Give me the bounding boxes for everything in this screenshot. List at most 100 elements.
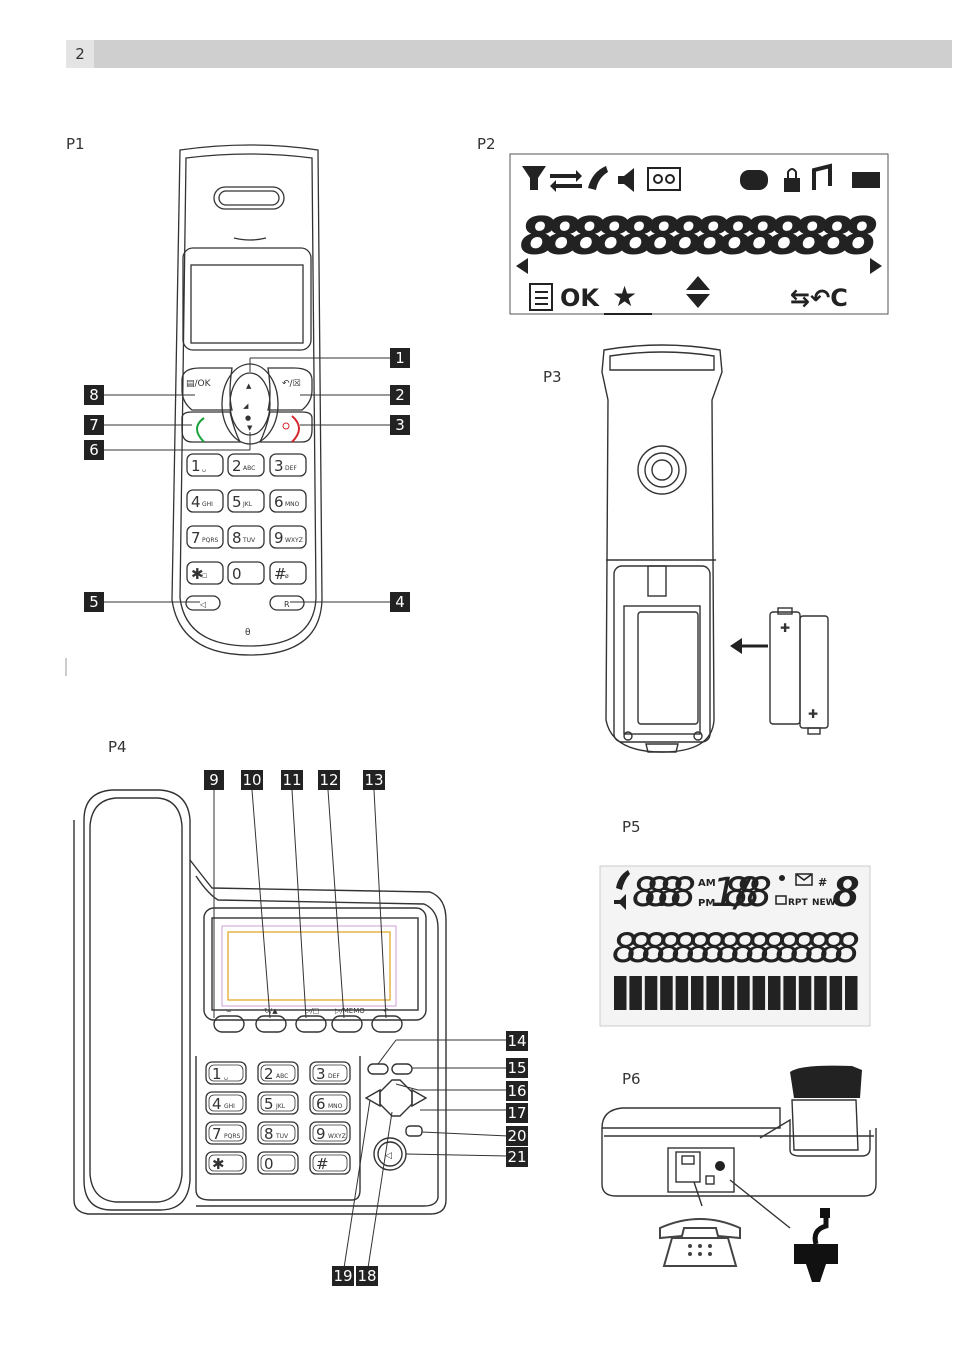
alarm-icon xyxy=(740,170,768,190)
contact-icon xyxy=(779,875,785,881)
base-key-1[interactable]: 1␣ xyxy=(205,1061,247,1085)
handset-key-1[interactable]: 1␣ xyxy=(186,453,224,477)
key-digit: 2 xyxy=(264,1065,274,1083)
callout-9: 9 xyxy=(204,770,224,790)
keylock-icon xyxy=(784,178,800,192)
svg-text:▼: ▼ xyxy=(247,424,253,432)
mail-icon xyxy=(795,873,813,886)
svg-text:✚: ✚ xyxy=(808,707,818,721)
date-display: 18/88 xyxy=(712,870,772,916)
dot-matrix-row xyxy=(614,976,858,1010)
callout-4: 4 xyxy=(390,592,410,612)
figure-label-p2: P2 xyxy=(477,135,496,153)
matrix-cell xyxy=(660,976,673,1010)
matrix-cell xyxy=(783,976,796,1010)
key-letters: ABC xyxy=(243,465,255,472)
handset-key-12[interactable]: #ø xyxy=(269,561,307,585)
key-digit: 4 xyxy=(212,1095,222,1113)
base-soft-key-label-3: ▷/□ xyxy=(305,1007,319,1015)
key-digit: 7 xyxy=(212,1125,222,1143)
left-arrow-icon xyxy=(516,258,528,274)
key-letters: WXYZ xyxy=(328,1133,346,1140)
callout-12: 12 xyxy=(318,770,340,790)
handset-key-11[interactable]: 0 xyxy=(227,561,265,585)
ringer-icon xyxy=(812,163,832,190)
menu-list-icon xyxy=(529,283,553,311)
callout-19: 19 xyxy=(332,1266,354,1286)
phonebook-icon xyxy=(775,895,787,905)
speakerphone-icon: ◁ xyxy=(385,1151,392,1161)
base-key-10[interactable]: ✱ xyxy=(205,1151,247,1175)
handset-icon xyxy=(588,166,608,190)
key-letters: TUV xyxy=(242,537,256,544)
pm-indicator: PM xyxy=(698,898,715,909)
handset-key-10[interactable]: ✱☐ xyxy=(186,561,224,585)
matrix-cell xyxy=(845,976,858,1010)
svg-text:▲: ▲ xyxy=(246,382,252,390)
speaker-icon xyxy=(618,168,634,192)
insert-arrow-icon xyxy=(730,638,742,654)
key-letters: WXYZ xyxy=(285,537,303,544)
right-arrow-icon xyxy=(870,258,882,274)
svg-text:◢: ◢ xyxy=(243,402,249,410)
callout-21: 21 xyxy=(506,1147,528,1167)
key-digit: 5 xyxy=(232,493,242,511)
key-digit: 6 xyxy=(316,1095,326,1113)
key-digit: ✱ xyxy=(191,565,204,583)
callout-1: 1 xyxy=(390,348,410,368)
hash-indicator: # xyxy=(818,876,827,889)
menu-ok-key-label: ▤/OK xyxy=(186,379,212,389)
dc-jack-icon xyxy=(715,1161,725,1171)
callout-16: 16 xyxy=(506,1081,528,1101)
telephone-line-icon xyxy=(659,1218,741,1240)
key-letters: PQRS xyxy=(202,537,219,544)
matrix-cell xyxy=(629,976,642,1010)
star-icon: ★ xyxy=(612,280,637,313)
r-key-label: R xyxy=(284,600,290,609)
key-digit: 7 xyxy=(191,529,201,547)
matrix-cell xyxy=(768,976,781,1010)
key-letters: DEF xyxy=(285,465,297,472)
callout-10: 10 xyxy=(241,770,263,790)
figure-label-p6: P6 xyxy=(622,1070,641,1088)
up-down-icon xyxy=(686,276,710,308)
callout-14: 14 xyxy=(506,1031,528,1051)
key-digit: 9 xyxy=(274,529,284,547)
figure-label-p4: P4 xyxy=(108,738,127,756)
key-digit: 5 xyxy=(264,1095,274,1113)
matrix-cell xyxy=(721,976,735,1010)
speaker-key-label: ◁ xyxy=(199,600,206,609)
base-key-11[interactable]: 0 xyxy=(257,1151,299,1175)
callout-13: 13 xyxy=(363,770,385,790)
key-digit: 3 xyxy=(274,457,284,475)
base-soft-key-label-2: ↻/▲ xyxy=(264,1007,278,1015)
key-digit: 1 xyxy=(212,1065,222,1083)
figure-label-p5: P5 xyxy=(622,818,641,836)
key-digit: # xyxy=(274,565,287,583)
answering-machine-icon xyxy=(647,167,681,191)
back-clear-icons: ⇆↶C xyxy=(790,284,848,312)
base-key-12[interactable]: # xyxy=(309,1151,351,1175)
rpt-indicator: RPT xyxy=(788,898,809,908)
